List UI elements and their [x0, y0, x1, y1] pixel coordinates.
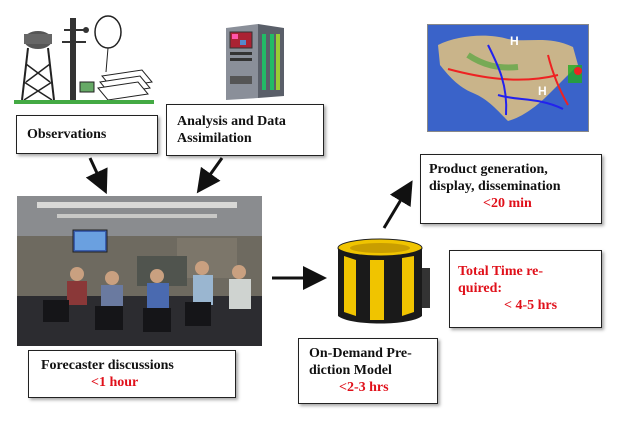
ondemand-line1: On-Demand Pre- — [309, 346, 412, 361]
analysis-line1: Analysis and Data — [177, 114, 286, 129]
weather-station-icon — [14, 12, 154, 108]
server-rack-icon — [218, 20, 290, 100]
arrow-model-to-product — [382, 180, 413, 229]
observations-box: Observations — [16, 115, 158, 154]
analysis-box: Analysis and Data Assimilation — [166, 104, 324, 156]
ondemand-line2: diction Model — [309, 363, 392, 378]
svg-text:H: H — [510, 34, 519, 48]
total-time: < 4-5 hrs — [504, 298, 558, 313]
arrow-analysis-to-forecaster — [196, 157, 224, 194]
observations-label: Observations — [27, 127, 107, 142]
total-line2: quired: — [458, 281, 503, 296]
forecaster-label: Forecaster discussions — [41, 358, 174, 373]
svg-text:H: H — [538, 84, 547, 98]
total-time-box: Total Time re- quired: < 4-5 hrs — [449, 250, 602, 328]
weather-map-image: H H — [427, 24, 589, 132]
forecast-room-photo — [17, 196, 262, 346]
forecaster-time: <1 hour — [91, 375, 139, 390]
product-line2: display, dissemination — [429, 179, 561, 194]
supercomputer-icon — [330, 238, 434, 330]
analysis-line2: Assimilation — [177, 131, 252, 146]
product-box: Product generation, display, disseminati… — [420, 154, 602, 224]
ondemand-box: On-Demand Pre- diction Model <2-3 hrs — [298, 338, 438, 404]
forecaster-box: Forecaster discussions <1 hour — [28, 350, 236, 398]
arrow-observations-to-forecaster — [85, 157, 108, 195]
product-line1: Product generation, — [429, 162, 548, 177]
product-time: <20 min — [483, 196, 532, 211]
total-line1: Total Time re- — [458, 264, 544, 279]
ondemand-time: <2-3 hrs — [339, 380, 389, 395]
